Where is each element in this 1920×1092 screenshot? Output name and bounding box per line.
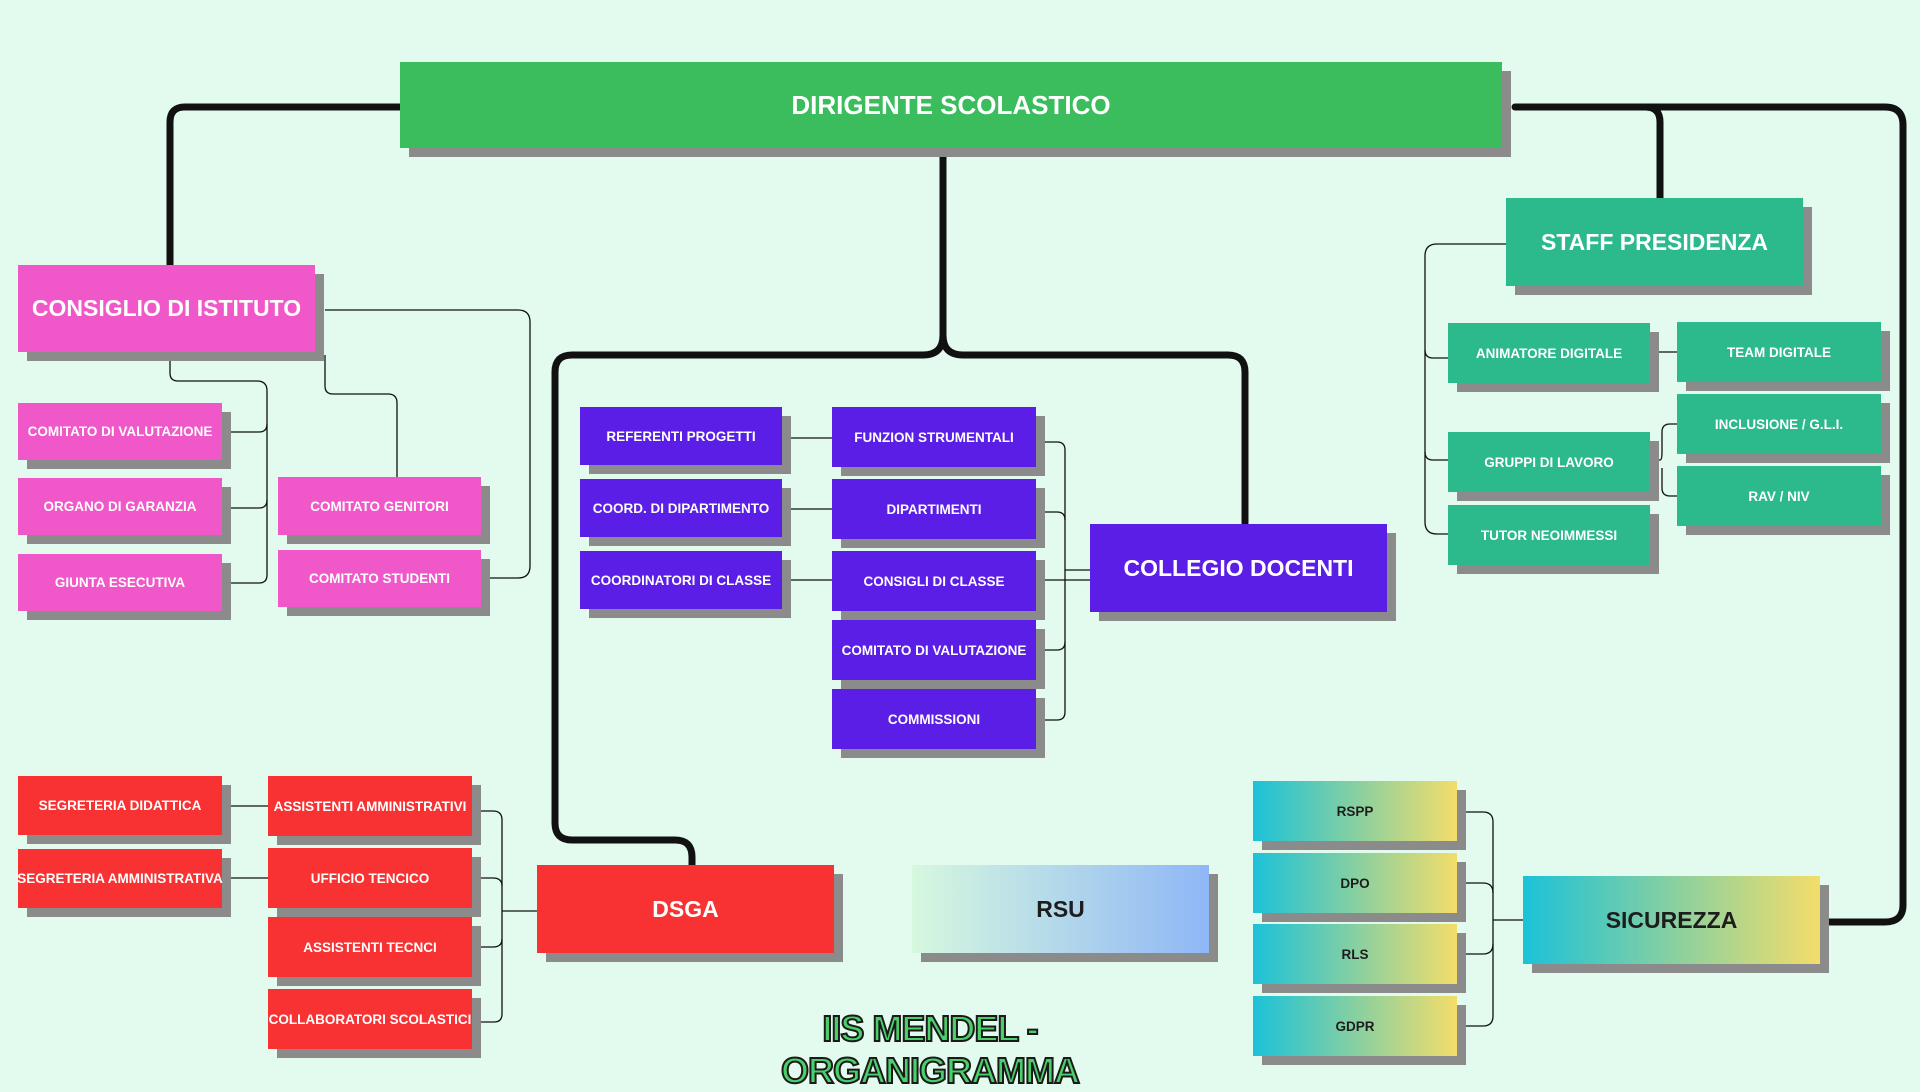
consiglio-istituto-label: CONSIGLIO DI ISTITUTO <box>31 295 302 321</box>
rav-niv-label: RAV / NIV <box>1748 488 1810 504</box>
comitato-genitori-box[interactable]: COMITATO GENITORI <box>278 477 481 535</box>
comitato-genitori-label: COMITATO GENITORI <box>310 498 449 514</box>
funzioni-strumentali-box[interactable]: FUNZION STRUMENTALI <box>832 407 1036 467</box>
coordinatori-classe-box[interactable]: COORDINATORI DI CLASSE <box>580 551 782 609</box>
rav-niv-box[interactable]: RAV / NIV <box>1677 466 1881 526</box>
coord-dipartimento-label: COORD. DI DIPARTIMENTO <box>592 500 770 516</box>
assistenti-tecnici-box[interactable]: ASSISTENTI TECNCI <box>268 917 472 977</box>
dsga-label: DSGA <box>652 895 719 922</box>
sicurezza-box[interactable]: SICUREZZA <box>1523 876 1820 964</box>
comitato-valutazione-cd-box[interactable]: COMITATO DI VALUTAZIONE <box>832 620 1036 680</box>
footer-title: IIS MENDEL - ORGANIGRAMMA <box>780 1007 1081 1092</box>
gdpr-label: GDPR <box>1335 1018 1375 1034</box>
giunta-esecutiva-box[interactable]: GIUNTA ESECUTIVA <box>18 554 222 611</box>
organo-garanzia-label: ORGANO DI GARANZIA <box>43 499 197 514</box>
team-digitale-label: TEAM DIGITALE <box>1727 344 1831 360</box>
rspp-box[interactable]: RSPP <box>1253 781 1457 841</box>
giunta-esecutiva-label: GIUNTA ESECUTIVA <box>54 575 186 590</box>
rls-label: RLS <box>1341 946 1369 962</box>
dirigente-label: DIRIGENTE SCOLASTICO <box>791 89 1111 120</box>
dirigente-scolastico-box[interactable]: DIRIGENTE SCOLASTICO <box>400 62 1502 148</box>
gruppi-lavoro-label: GRUPPI DI LAVORO <box>1484 454 1614 470</box>
tutor-neoimmessi-box[interactable]: TUTOR NEOIMMESSI <box>1448 505 1650 565</box>
collaboratori-scolastici-label: COLLABORATORI SCOLASTICI <box>268 1011 472 1027</box>
comitato-valutazione-ci-label: COMITATO DI VALUTAZIONE <box>27 424 213 439</box>
segreteria-didattica-label: SEGRETERIA DIDATTICA <box>38 798 202 813</box>
team-digitale-box[interactable]: TEAM DIGITALE <box>1677 322 1881 382</box>
collegio-docenti-box[interactable]: COLLEGIO DOCENTI <box>1090 524 1387 612</box>
segreteria-amministrativa-label: SEGRETERIA AMMINISTRATIVA <box>17 871 223 886</box>
animatore-digitale-label: ANIMATORE DIGITALE <box>1475 345 1623 361</box>
assistenti-amministrativi-label: ASSISTENTI AMMINISTRATIVI <box>273 798 467 814</box>
assistenti-tecnici-label: ASSISTENTI TECNCI <box>303 939 437 955</box>
consigli-classe-box[interactable]: CONSIGLI DI CLASSE <box>832 551 1036 611</box>
segreteria-didattica-box[interactable]: SEGRETERIA DIDATTICA <box>18 776 222 835</box>
comitato-valutazione-ci-box[interactable]: COMITATO DI VALUTAZIONE <box>18 403 222 460</box>
comitato-studenti-label: COMITATO STUDENTI <box>309 571 450 586</box>
consigli-classe-label: CONSIGLI DI CLASSE <box>863 573 1005 589</box>
organo-garanzia-box[interactable]: ORGANO DI GARANZIA <box>18 478 222 535</box>
dpo-box[interactable]: DPO <box>1253 853 1457 913</box>
animatore-digitale-box[interactable]: ANIMATORE DIGITALE <box>1448 323 1650 383</box>
collegio-docenti-label: COLLEGIO DOCENTI <box>1123 554 1354 581</box>
commissioni-box[interactable]: COMMISSIONI <box>832 689 1036 749</box>
comitato-studenti-box[interactable]: COMITATO STUDENTI <box>278 550 481 607</box>
staff-presidenza-label: STAFF PRESIDENZA <box>1540 228 1769 255</box>
consiglio-istituto-box[interactable]: CONSIGLIO DI ISTITUTO <box>18 265 315 352</box>
tutor-neoimmessi-label: TUTOR NEOIMMESSI <box>1480 527 1618 543</box>
gdpr-box[interactable]: GDPR <box>1253 996 1457 1056</box>
collaboratori-scolastici-box[interactable]: COLLABORATORI SCOLASTICI <box>268 989 472 1049</box>
referenti-progetti-label: REFERENTI PROGETTI <box>606 428 756 444</box>
coordinatori-classe-label: COORDINATORI DI CLASSE <box>590 572 772 588</box>
referenti-progetti-box[interactable]: REFERENTI PROGETTI <box>580 407 782 465</box>
commissioni-label: COMMISSIONI <box>887 711 981 727</box>
comitato-valutazione-cd-label: COMITATO DI VALUTAZIONE <box>841 642 1027 658</box>
rsu-box[interactable]: RSU <box>912 865 1209 953</box>
dsga-box[interactable]: DSGA <box>537 865 834 953</box>
sicurezza-label: SICUREZZA <box>1605 906 1738 933</box>
dipartimenti-box[interactable]: DIPARTIMENTI <box>832 479 1036 539</box>
assistenti-amministrativi-box[interactable]: ASSISTENTI AMMINISTRATIVI <box>268 776 472 836</box>
rspp-label: RSPP <box>1336 803 1374 819</box>
rls-box[interactable]: RLS <box>1253 924 1457 984</box>
rsu-label: RSU <box>1036 895 1085 922</box>
inclusione-gli-label: INCLUSIONE / G.L.I. <box>1714 416 1844 432</box>
staff-presidenza-box[interactable]: STAFF PRESIDENZA <box>1506 198 1803 286</box>
dpo-label: DPO <box>1340 875 1370 891</box>
ufficio-tecnico-box[interactable]: UFFICIO TENCICO <box>268 848 472 908</box>
gruppi-lavoro-box[interactable]: GRUPPI DI LAVORO <box>1448 432 1650 492</box>
segreteria-amministrativa-box[interactable]: SEGRETERIA AMMINISTRATIVA <box>17 849 223 908</box>
ufficio-tecnico-label: UFFICIO TENCICO <box>310 870 430 886</box>
coord-dipartimento-box[interactable]: COORD. DI DIPARTIMENTO <box>580 479 782 537</box>
inclusione-gli-box[interactable]: INCLUSIONE / G.L.I. <box>1677 394 1881 454</box>
funzioni-strumentali-label: FUNZION STRUMENTALI <box>854 429 1014 445</box>
dipartimenti-label: DIPARTIMENTI <box>886 501 982 517</box>
